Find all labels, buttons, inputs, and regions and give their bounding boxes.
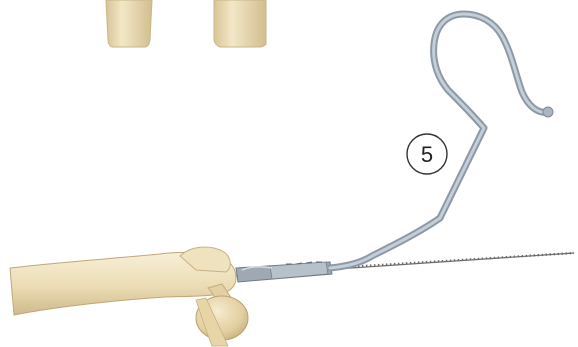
callout-marker: 5 <box>407 134 447 174</box>
bone-fragment-left <box>106 0 152 47</box>
bone-fragment-right <box>214 0 266 47</box>
nail-sleeve <box>236 262 332 282</box>
callout-label: 5 <box>421 142 433 167</box>
femur-bone-icon <box>10 247 248 346</box>
hook-tip <box>543 107 553 117</box>
upper-bone-fragments <box>106 0 266 47</box>
